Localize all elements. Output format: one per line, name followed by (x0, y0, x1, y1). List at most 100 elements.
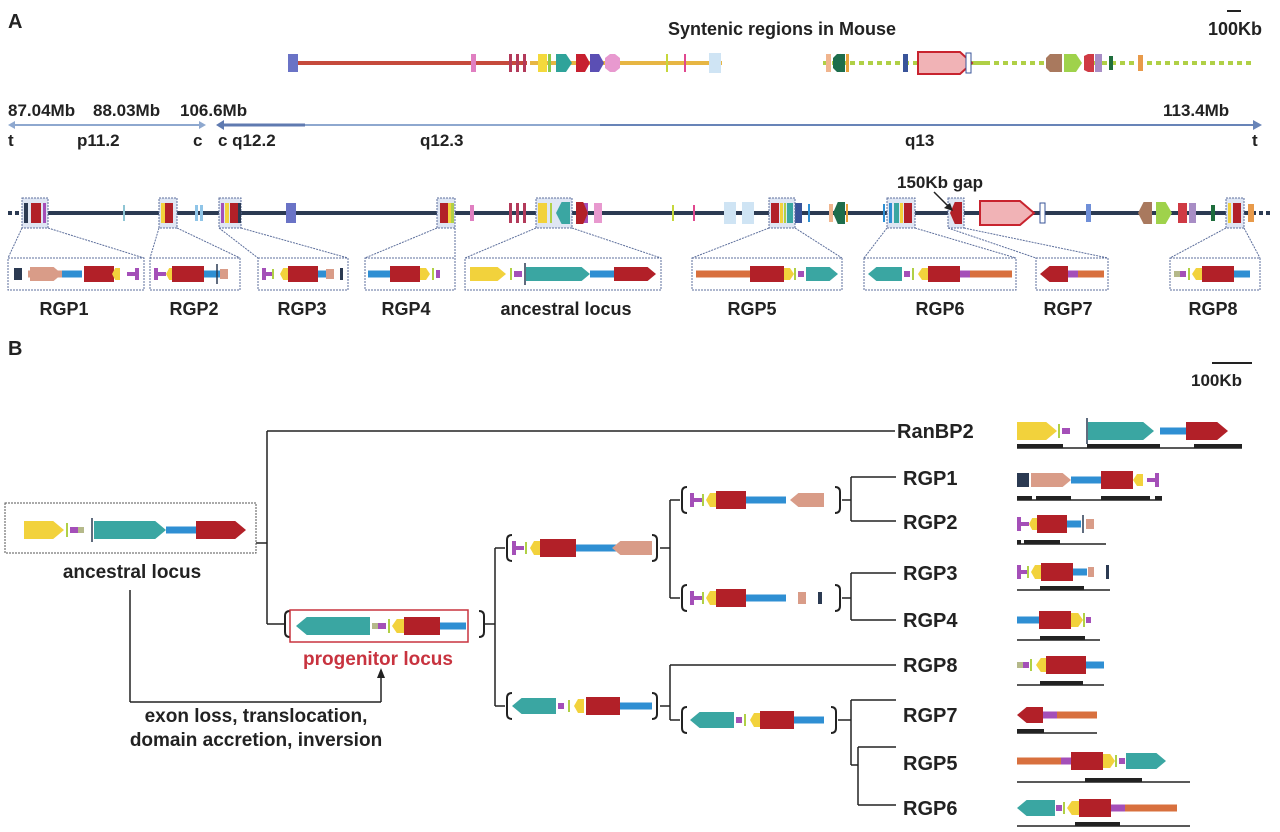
gene-arrow (1138, 202, 1152, 224)
zoom-line (176, 227, 241, 259)
gene-block (70, 527, 78, 533)
gene-arrow (1103, 754, 1115, 768)
zoom-line (218, 227, 259, 259)
inset-label: RGP8 (1188, 299, 1237, 319)
gene-block (378, 623, 386, 629)
gene-block (1188, 268, 1190, 280)
gene-arrow (1031, 565, 1041, 579)
gene-block (829, 204, 833, 222)
gene-arrow (706, 591, 716, 605)
zoom-line (947, 227, 1037, 259)
gene-block (43, 203, 46, 223)
gene-block (894, 203, 899, 223)
gene-arrow (612, 541, 652, 555)
gene-block (288, 54, 298, 72)
gene-block (798, 592, 806, 604)
gene-block (586, 697, 620, 715)
gene-block (448, 203, 451, 223)
linker (970, 270, 1012, 278)
gene-block (709, 53, 721, 73)
gene-domain (127, 272, 135, 276)
gene-arrow (392, 619, 404, 633)
gene-block (1037, 515, 1067, 533)
gene-block (470, 205, 474, 221)
gene-domain (1017, 517, 1021, 531)
coverage-segment (1036, 496, 1071, 500)
linker (204, 270, 220, 278)
gene-block (514, 271, 522, 277)
coverage-segment (1040, 586, 1084, 590)
inset-label: RGP2 (169, 299, 218, 319)
linker (1086, 661, 1104, 669)
zoom-line (863, 227, 888, 259)
gene-block (912, 268, 914, 280)
gene-block (165, 203, 173, 223)
coord-113: 113.4Mb (1163, 101, 1229, 120)
gene-block (556, 54, 572, 72)
gene-block (1248, 204, 1254, 222)
gene-arrow (526, 267, 590, 281)
event-label-2: domain accretion, inversion (130, 730, 382, 751)
gene-block (1027, 566, 1029, 578)
gene-arrow (1036, 658, 1048, 672)
gene-block (826, 54, 831, 72)
gene-block (540, 539, 576, 557)
gene-block (200, 205, 203, 221)
gene-domain (1155, 473, 1159, 487)
gene-block (471, 54, 476, 72)
gene-block (1180, 271, 1186, 277)
gap-arrowhead (944, 203, 953, 211)
gene-arrow (1017, 800, 1055, 816)
gene-block (1174, 271, 1180, 277)
chrom-label-t-left: t (8, 131, 14, 150)
gene-block (548, 54, 551, 72)
inset-label: RGP3 (277, 299, 326, 319)
gene-block (693, 205, 695, 221)
gene-arrow (470, 267, 506, 281)
coord-106: 106.6Mb (180, 101, 247, 120)
linker (576, 544, 616, 552)
gene-arrow (112, 268, 120, 280)
chrom-label-q12-3: q12.3 (420, 131, 463, 150)
linker (746, 594, 786, 602)
gene-arrow (530, 541, 540, 555)
gene-arrow (576, 202, 588, 224)
gene-block (1101, 471, 1133, 489)
linker (590, 270, 614, 278)
gene-block (538, 203, 547, 223)
linker (1071, 476, 1101, 484)
gene-block (525, 542, 527, 554)
linker (746, 496, 786, 504)
rgp-highlight (218, 197, 242, 229)
gene-arrow (614, 267, 656, 281)
gene-block (523, 203, 526, 223)
inset-label: RGP5 (727, 299, 776, 319)
coverage-segment (1085, 778, 1142, 782)
leaf-label: RGP2 (903, 512, 957, 534)
gene-block (780, 203, 783, 223)
gene-block (404, 617, 440, 635)
zoom-line (364, 227, 438, 259)
zoom-line (240, 227, 349, 259)
chrom-label-c: c (193, 131, 202, 150)
gene-block (1106, 565, 1109, 579)
arrowhead-right (1253, 120, 1262, 130)
gene-block (1071, 752, 1103, 770)
gene-block (1017, 662, 1023, 668)
linker (1160, 427, 1186, 435)
gene-block (238, 203, 241, 223)
gene-block (1138, 55, 1143, 71)
zoom-line (47, 227, 145, 259)
leaf-label: RGP8 (903, 655, 957, 677)
gene-arrow (1186, 422, 1228, 440)
gene-block (221, 203, 224, 223)
gene-block (846, 204, 848, 222)
coverage-segment (1017, 540, 1021, 544)
gene-block (14, 268, 22, 280)
zoom-line (7, 227, 23, 259)
gene-block (66, 523, 68, 537)
gene-block (440, 203, 448, 223)
zoom-line (691, 227, 770, 259)
linker (318, 270, 326, 278)
gene-block (550, 203, 552, 223)
